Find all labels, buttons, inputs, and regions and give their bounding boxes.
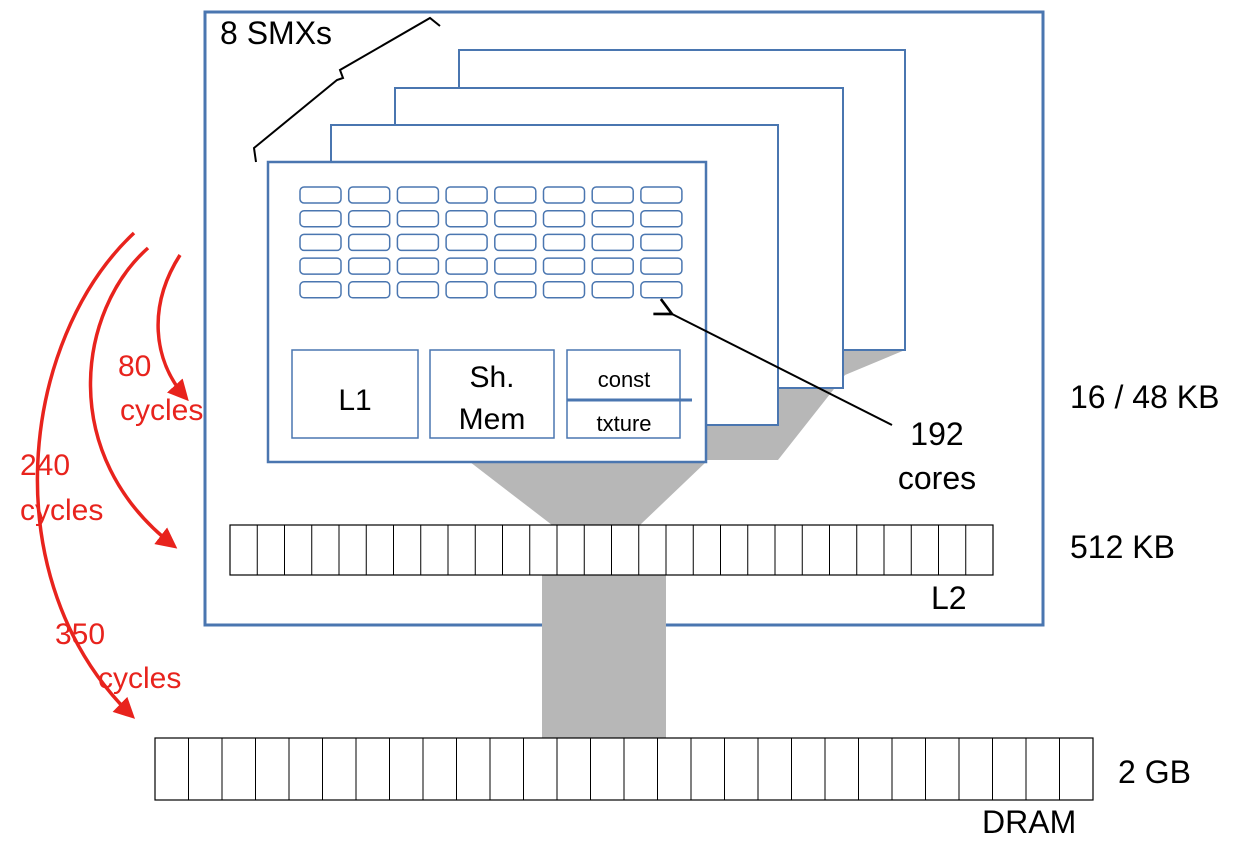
core-cell xyxy=(494,257,537,275)
l2-cache-bar xyxy=(229,524,994,576)
smx-to-l2-funnel xyxy=(470,462,706,525)
core-cell xyxy=(494,233,537,252)
core-cell xyxy=(396,233,440,252)
l2-size-label: 512 KB xyxy=(1070,529,1175,565)
latency-arrow-l1 xyxy=(156,254,189,402)
dram-size-label: 2 GB xyxy=(1118,754,1191,790)
core-cell xyxy=(542,233,586,252)
latency-unit-l2: cycles xyxy=(20,494,103,527)
core-cell xyxy=(494,209,537,228)
core-cell xyxy=(542,281,586,299)
core-cell xyxy=(494,186,537,204)
core-cell xyxy=(299,209,342,228)
const-label: const xyxy=(598,367,651,392)
cores-label: cores xyxy=(898,460,976,496)
smx-count-title: 8 SMXs xyxy=(220,15,332,51)
const-texture-box xyxy=(566,349,681,439)
latency-arrow-l2 xyxy=(88,246,178,549)
core-cell xyxy=(445,186,488,204)
core-cell xyxy=(542,209,586,228)
cores-pointer-arrow xyxy=(672,314,893,426)
core-cell xyxy=(445,281,488,299)
core-cell xyxy=(542,257,586,275)
core-cell xyxy=(591,186,634,204)
texture-label: txture xyxy=(596,411,651,436)
core-cell xyxy=(591,281,634,299)
smx-stack-brace xyxy=(252,16,441,163)
core-cell xyxy=(494,281,537,299)
core-cell xyxy=(396,281,440,299)
l2-label: L2 xyxy=(931,580,967,616)
core-cell xyxy=(396,257,440,275)
cores-count: 192 xyxy=(910,416,963,452)
dram-label: DRAM xyxy=(982,804,1076,840)
core-cell xyxy=(299,281,342,299)
core-cell xyxy=(542,186,586,204)
core-cell xyxy=(640,281,683,299)
core-cell xyxy=(591,209,634,228)
core-cell xyxy=(445,209,488,228)
core-cell xyxy=(640,186,683,204)
dram-bar xyxy=(154,737,1094,801)
latency-value-dram: 350 xyxy=(55,618,105,651)
core-cell xyxy=(299,186,342,204)
l2-to-dram-funnel xyxy=(542,575,666,738)
shared-memory-label-1: Sh. xyxy=(469,361,514,394)
core-cell xyxy=(299,233,342,252)
core-cell xyxy=(347,209,391,228)
core-cell xyxy=(396,186,440,204)
core-cell xyxy=(396,209,440,228)
l1-label: L1 xyxy=(338,384,371,417)
core-cell xyxy=(347,186,391,204)
latency-value-l2: 240 xyxy=(20,449,70,482)
stack-funnel xyxy=(706,350,905,460)
l1-size-label: 16 / 48 KB xyxy=(1070,379,1219,415)
core-cell xyxy=(640,257,683,275)
core-cell xyxy=(347,257,391,275)
core-cell xyxy=(347,281,391,299)
core-cell xyxy=(591,233,634,252)
core-cell xyxy=(299,257,342,275)
core-cell xyxy=(445,257,488,275)
latency-value-l1: 80 xyxy=(118,350,151,383)
latency-unit-dram: cycles xyxy=(98,662,181,695)
shared-memory-box xyxy=(429,349,555,439)
core-cell xyxy=(445,233,488,252)
latency-arrow-dram xyxy=(35,231,136,719)
core-grid xyxy=(299,186,683,299)
shared-memory-label-2: Mem xyxy=(459,403,526,436)
core-cell xyxy=(640,209,683,228)
core-cell xyxy=(591,257,634,275)
core-cell xyxy=(347,233,391,252)
core-cell xyxy=(640,233,683,252)
latency-unit-l1: cycles xyxy=(120,394,203,427)
l1-box xyxy=(291,349,419,439)
